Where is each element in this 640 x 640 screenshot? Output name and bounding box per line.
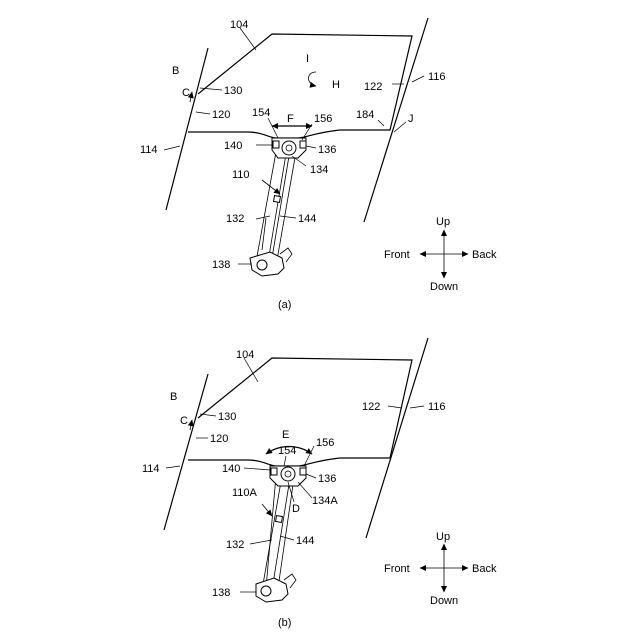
bracket-140-block — [273, 141, 279, 148]
bracket-136-block — [300, 141, 306, 148]
label-138: 138 — [212, 259, 230, 271]
label-B: B — [170, 391, 177, 403]
arrow-H-rotation — [309, 72, 317, 86]
label-110: 110 — [232, 169, 250, 181]
leader-136 — [306, 474, 316, 478]
hinge-pivot-134A — [281, 467, 295, 481]
leader-132 — [256, 216, 270, 219]
label-104: 104 — [230, 19, 248, 31]
label-130: 130 — [224, 85, 242, 97]
label-114: 114 — [142, 463, 160, 475]
compass-back: Back — [472, 249, 497, 261]
leader-120 — [196, 112, 210, 114]
compass-front: Front — [384, 563, 410, 575]
hinge-pivot-134 — [282, 141, 296, 155]
caption-a: (a) — [278, 299, 291, 311]
label-B: B — [172, 65, 179, 77]
figure-a: 104 I H B C 130 120 122 116 184 J 154 F … — [140, 18, 497, 311]
direction-compass-b: Up Down Front Back — [384, 531, 497, 607]
leader-116 — [410, 406, 424, 408]
label-184: 184 — [356, 109, 374, 121]
label-120: 120 — [212, 109, 230, 121]
label-I: I — [306, 53, 309, 65]
label-116: 116 — [428, 71, 446, 83]
leader-134A — [298, 482, 312, 498]
strut-assembly-110A — [256, 466, 306, 602]
leader-144 — [280, 216, 296, 218]
strut-detail-line — [262, 218, 266, 250]
leader-184 — [378, 120, 384, 126]
bracket-136-block — [300, 468, 306, 475]
strut-inner-rod-2 — [277, 152, 296, 260]
label-122: 122 — [364, 81, 382, 93]
label-140: 140 — [224, 140, 242, 152]
label-144: 144 — [298, 213, 316, 225]
leader-140 — [244, 468, 271, 470]
label-104: 104 — [236, 349, 254, 361]
leader-154 — [284, 456, 286, 466]
leader-J — [394, 122, 406, 132]
figure-b: 104 B C 130 120 122 116 E 154 156 140 13… — [142, 338, 497, 629]
body-line-116 — [366, 338, 428, 538]
label-F: F — [287, 113, 294, 125]
label-156: 156 — [314, 113, 332, 125]
arrow-C — [190, 92, 192, 102]
strut-clip — [276, 516, 283, 523]
leader-154 — [268, 118, 278, 138]
label-C: C — [180, 415, 188, 427]
arrow-110A — [262, 504, 272, 516]
strut-inner-rod-144 — [272, 150, 290, 258]
arrow-C — [190, 420, 192, 430]
leader-114 — [164, 146, 180, 150]
label-154: 154 — [278, 445, 296, 457]
strut-inner-rod-144 — [266, 476, 276, 588]
leader-132 — [250, 540, 272, 544]
label-J: J — [408, 113, 414, 125]
label-140: 140 — [222, 463, 240, 475]
strut-clip — [274, 196, 281, 203]
bottom-mount-pivot — [261, 586, 271, 596]
bottom-mount-pivot — [257, 260, 267, 270]
leader-144 — [280, 536, 294, 540]
strut-assembly-110 — [250, 138, 306, 276]
bracket-140-block — [271, 468, 277, 475]
leader-136 — [306, 146, 316, 148]
compass-down: Down — [430, 595, 458, 607]
label-144: 144 — [296, 535, 314, 547]
label-156: 156 — [316, 437, 334, 449]
label-D: D — [292, 503, 300, 515]
compass-front: Front — [384, 249, 410, 261]
label-130: 130 — [218, 411, 236, 423]
label-132: 132 — [226, 213, 244, 225]
label-132: 132 — [226, 539, 244, 551]
label-120: 120 — [210, 433, 228, 445]
label-134: 134 — [310, 164, 328, 176]
compass-up: Up — [436, 531, 450, 543]
caption-b: (b) — [278, 617, 291, 629]
leader-116 — [412, 76, 424, 82]
leader-114 — [166, 466, 180, 468]
compass-down: Down — [430, 281, 458, 293]
label-138: 138 — [212, 587, 230, 599]
label-E: E — [282, 429, 289, 441]
leader-122 — [388, 406, 402, 408]
label-114: 114 — [140, 144, 158, 156]
compass-up: Up — [436, 216, 450, 228]
label-122: 122 — [362, 401, 380, 413]
label-110A: 110A — [232, 487, 258, 499]
label-C: C — [182, 87, 190, 99]
label-136: 136 — [318, 473, 336, 485]
direction-compass-a: Up Down Front Back — [384, 216, 497, 293]
strut-outer-tube — [256, 152, 286, 262]
label-134A: 134A — [312, 495, 338, 507]
leader-104 — [240, 28, 256, 50]
label-136: 136 — [318, 144, 336, 156]
label-154: 154 — [252, 107, 270, 119]
compass-back: Back — [472, 563, 497, 575]
label-H: H — [332, 79, 340, 91]
arrow-110 — [262, 180, 280, 194]
label-116: 116 — [428, 401, 446, 413]
